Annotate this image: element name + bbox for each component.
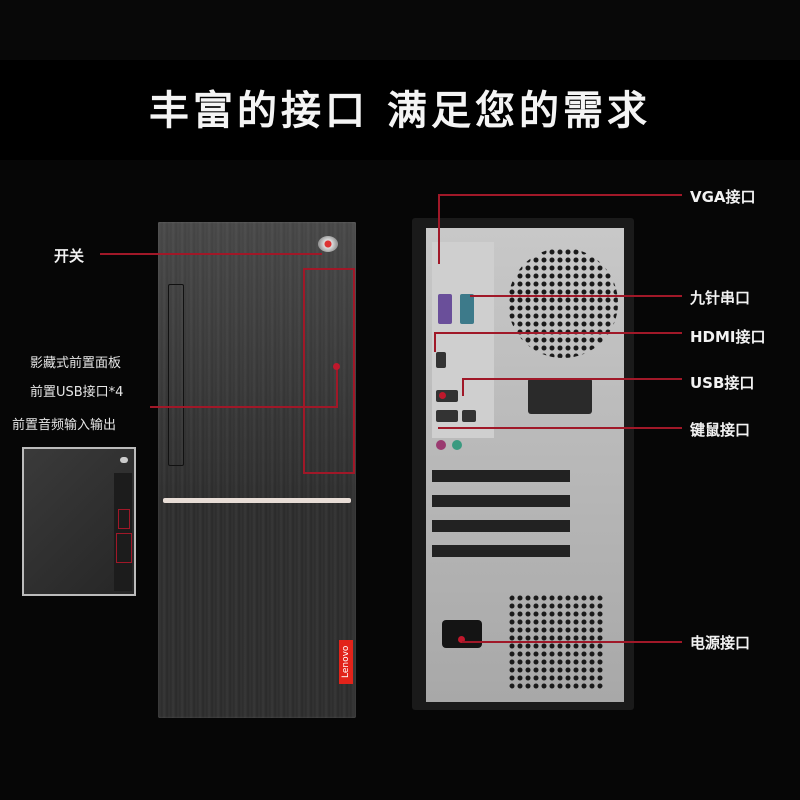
label-front-usb: 前置USB接口*4 (30, 385, 124, 400)
rear-dongle (528, 378, 592, 414)
label-vga: VGA接口 (690, 188, 756, 206)
label-hidden-panel: 影藏式前置面板 (30, 356, 122, 371)
front-panel-inset-image (22, 447, 136, 596)
callout-line-vga (438, 194, 682, 196)
power-button-icon (318, 236, 338, 252)
callout-line-ps2 (438, 427, 682, 429)
callout-line-front-io (150, 406, 336, 408)
power-socket (442, 620, 482, 648)
vga-port (438, 294, 452, 324)
optical-drive-slot (168, 284, 184, 466)
label-hdmi: HDMI接口 (690, 328, 766, 346)
label-ps2: 键鼠接口 (690, 421, 751, 439)
label-front-audio: 前置音频输入输出 (12, 418, 117, 433)
callout-line-power (100, 253, 322, 255)
hdmi-port (436, 352, 446, 368)
callout-line-hdmi (434, 332, 682, 334)
callout-dot-front-io (333, 363, 340, 370)
ethernet-port (462, 410, 476, 422)
ps2-keyboard-port (436, 440, 446, 450)
label-serial: 九针串口 (690, 289, 751, 307)
lenovo-logo: Lenovo (339, 640, 353, 684)
rear-tower-image (412, 218, 634, 710)
front-divider-strip (163, 498, 351, 503)
inset-usb-highlight (116, 533, 132, 563)
front-tower-image: Lenovo (158, 222, 356, 718)
label-power-socket: 电源接口 (690, 634, 751, 652)
label-power-switch: 开关 (54, 247, 85, 265)
page-title: 丰富的接口 满足您的需求 (149, 88, 651, 134)
serial-port (460, 294, 474, 324)
expansion-slots (432, 464, 570, 564)
callout-line-serial (470, 295, 682, 297)
callout-line-power-socket (462, 641, 682, 643)
label-usb: USB接口 (690, 374, 755, 392)
usb-ports-lower (436, 410, 458, 422)
io-shield (432, 242, 494, 450)
hidden-panel-highlight (303, 268, 355, 474)
callout-line-usb (462, 378, 682, 380)
title-band (0, 60, 800, 160)
inset-audio-highlight (118, 509, 130, 529)
rear-fan-grille (508, 248, 618, 358)
ps2-mouse-port (452, 440, 462, 450)
